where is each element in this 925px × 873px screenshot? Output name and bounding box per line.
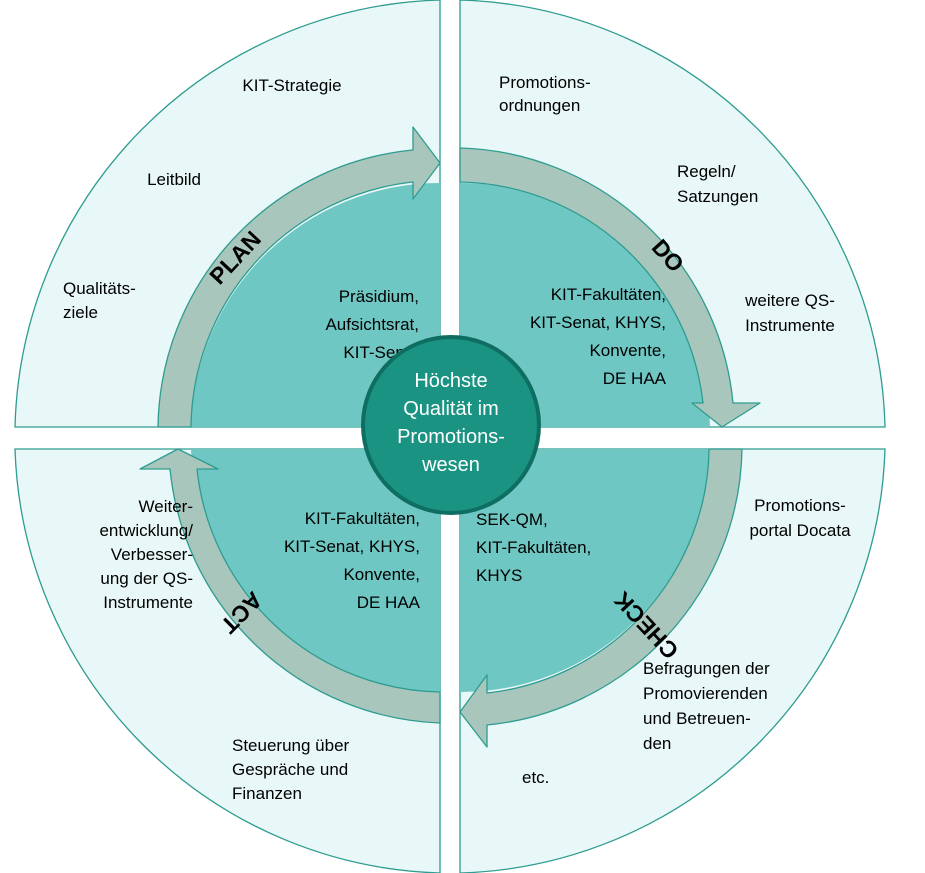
do-arrow bbox=[459, 147, 761, 428]
text-line: entwicklung/ bbox=[99, 521, 193, 540]
text-line: KIT-Fakultäten, bbox=[305, 509, 420, 528]
text-line: Qualitäts- bbox=[63, 279, 136, 298]
text-line: KIT-Fakultäten, bbox=[476, 538, 591, 557]
text-line: Konvente, bbox=[343, 565, 420, 584]
check-arrow bbox=[459, 448, 743, 748]
text-line: KIT-Senat, KHYS, bbox=[530, 313, 666, 332]
text-line: Promovierenden bbox=[643, 684, 768, 703]
center-circle bbox=[361, 335, 541, 515]
text-line: KIT-Strategie bbox=[242, 76, 341, 95]
text-line: Steuerung über bbox=[232, 736, 350, 755]
text-line: Aufsichtsrat, bbox=[325, 315, 419, 334]
text-line: weitere QS- bbox=[744, 291, 835, 310]
text-line: Qualität im bbox=[403, 398, 499, 420]
text-line: Leitbild bbox=[147, 170, 201, 189]
inner-text-act: KIT-Fakultäten, KIT-Senat, KHYS, Konvente,… bbox=[284, 509, 421, 612]
text-line: Satzungen bbox=[677, 187, 758, 206]
text-line: Instrumente bbox=[745, 316, 835, 335]
outer-text-weitere-qs-instrumente: weitere QS- Instrumente bbox=[744, 291, 835, 335]
text-line: ziele bbox=[63, 303, 98, 322]
text-line: ung der QS- bbox=[100, 569, 193, 588]
text-line: Promotions- bbox=[499, 73, 591, 92]
inner-quadrant-do bbox=[460, 182, 710, 427]
text-line: den bbox=[643, 734, 671, 753]
outer-text-weiterentwicklung: Weiter-entwicklung/Verbesser-ung der QS-… bbox=[99, 497, 193, 612]
text-line: Weiter- bbox=[139, 497, 193, 516]
outer-text-kit-strategie: KIT-Strategie bbox=[242, 76, 341, 95]
text-line: Promotions- bbox=[397, 426, 505, 448]
text-line: DE HAA bbox=[603, 369, 667, 388]
outer-text-qualitaetsziele: Qualitäts-ziele bbox=[63, 279, 136, 322]
act-arrow bbox=[139, 448, 441, 724]
text-line: Gespräche und bbox=[232, 760, 348, 779]
text-line: SEK-QM, bbox=[476, 510, 548, 529]
text-line: Präsidium, bbox=[339, 287, 419, 306]
text-line: etc. bbox=[522, 768, 549, 787]
text-line: ordnungen bbox=[499, 96, 580, 115]
inner-quadrant-act bbox=[191, 449, 440, 692]
text-line: Konvente, bbox=[589, 341, 666, 360]
plan-arrow bbox=[157, 126, 441, 428]
text-line: Instrumente bbox=[103, 593, 193, 612]
outer-text-promotionsportal: Promotions-portal Docata bbox=[749, 496, 851, 540]
inner-quadrant-plan bbox=[191, 183, 440, 427]
inner-quadrant-check bbox=[460, 449, 710, 693]
text-line: portal Docata bbox=[749, 521, 851, 540]
outer-text-etc: etc. bbox=[522, 768, 549, 787]
text-line: Regeln/ bbox=[677, 162, 736, 181]
outer-text-promotionsordnungen: Promotions-ordnungen bbox=[499, 73, 591, 115]
text-line: Höchste bbox=[414, 370, 487, 392]
text-line: Verbesser- bbox=[111, 545, 193, 564]
text-line: Promotions- bbox=[754, 496, 846, 515]
inner-text-check: SEK-QM, KIT-Fakultäten, KHYS bbox=[476, 510, 591, 585]
text-line: KIT-Fakultäten, bbox=[551, 285, 666, 304]
text-line: Finanzen bbox=[232, 784, 302, 803]
text-line: wesen bbox=[421, 454, 480, 476]
text-line: KIT-Senat, KHYS, bbox=[284, 537, 420, 556]
outer-text-regeln-satzungen: Regeln/Satzungen bbox=[677, 162, 758, 206]
text-line: DE HAA bbox=[357, 593, 421, 612]
text-line: Befragungen der bbox=[643, 659, 770, 678]
inner-text-do: KIT-Fakultäten, KIT-Senat, KHYS, Konvente,… bbox=[530, 285, 667, 388]
text-line: und Betreuen- bbox=[643, 709, 751, 728]
text-line: KHYS bbox=[476, 566, 522, 585]
outer-text-leitbild: Leitbild bbox=[147, 170, 201, 189]
